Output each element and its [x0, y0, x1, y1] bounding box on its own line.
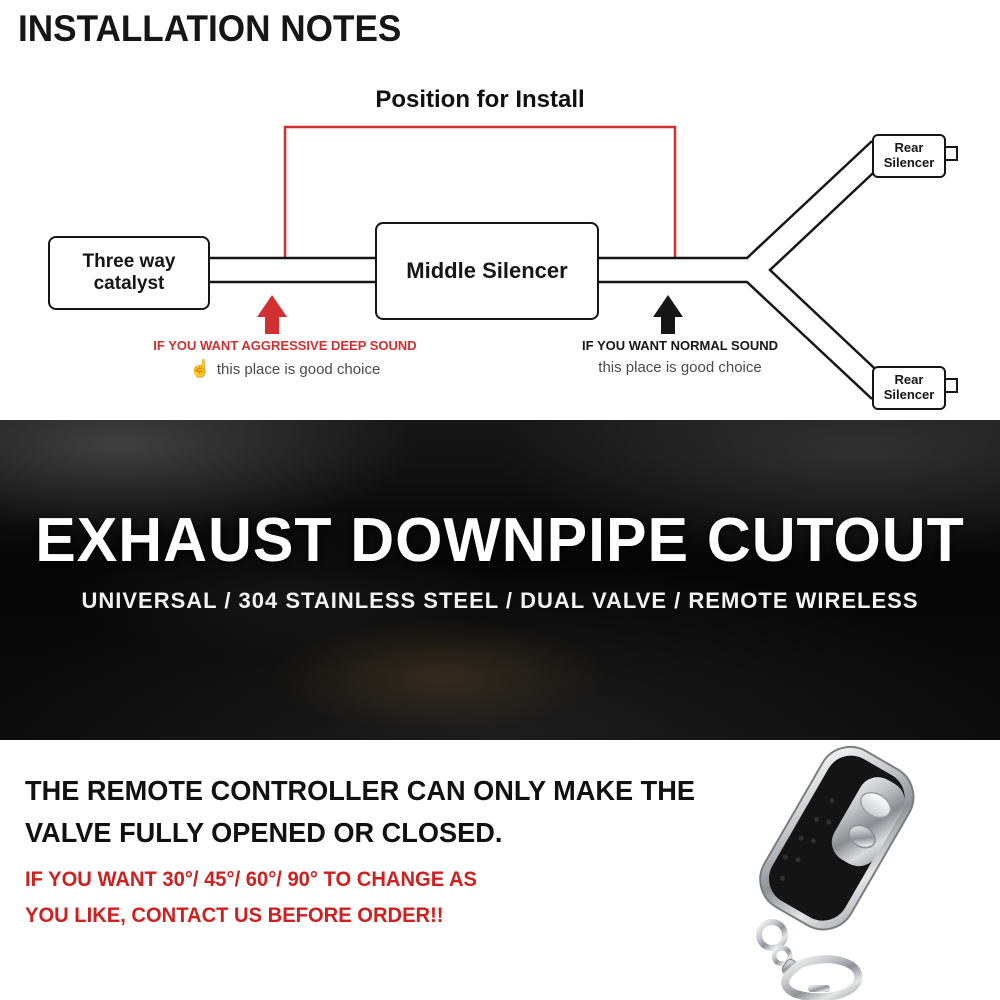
normal-note-text: this place is good choice: [598, 359, 762, 376]
rear-silencer-bottom-box: Rear Silencer: [872, 366, 946, 410]
rear-bottom-label-line1: Rear: [894, 372, 924, 388]
rear-top-label-line1: Rear: [894, 140, 924, 156]
remote-statement: THE REMOTE CONTROLLER CAN ONLY MAKE THE …: [25, 770, 695, 854]
middle-silencer-label: Middle Silencer: [406, 258, 568, 284]
black-up-arrow-icon: [653, 295, 683, 334]
normal-note-sub: this place is good choice: [535, 359, 825, 376]
three-way-catalyst-box: Three way catalyst: [48, 236, 210, 310]
warning-line1: IF YOU WANT 30°/ 45°/ 60°/ 90° TO CHANGE…: [25, 868, 478, 891]
aggressive-note-sub: ☝ this place is good choice: [125, 359, 445, 379]
rear-silencer-top-box: Rear Silencer: [872, 134, 946, 178]
aggressive-note-title: IF YOU WANT AGGRESSIVE DEEP SOUND: [153, 338, 417, 353]
aggressive-note-text: this place is good choice: [216, 361, 381, 378]
install-position-diagram: Position for Install Three way catalyst …: [0, 0, 1000, 418]
banner-subtitle: UNIVERSAL / 304 STAINLESS STEEL / DUAL V…: [81, 588, 919, 613]
pipe-bottom-outline: [130, 280, 873, 400]
statement-line2: VALVE FULLY OPENED OR CLOSED.: [25, 817, 503, 848]
remote-open-button: [859, 791, 892, 819]
keychain-clasp: [756, 919, 863, 1000]
catalyst-label-line2: catalyst: [93, 273, 165, 294]
remote-fob-body: [759, 745, 915, 931]
install-bracket-line: [283, 125, 677, 258]
normal-note-title: IF YOU WANT NORMAL SOUND: [582, 338, 778, 353]
order-warning: IF YOU WANT 30°/ 45°/ 60°/ 90° TO CHANGE…: [25, 862, 477, 934]
rear-bottom-label-line2: Silencer: [883, 387, 935, 402]
pipe-top-outline: [130, 140, 873, 260]
remote-controller-image: [756, 745, 915, 1000]
remote-grip-dots: [779, 798, 835, 881]
remote-note-section: THE REMOTE CONTROLLER CAN ONLY MAKE THE …: [0, 740, 1000, 1000]
red-up-arrow-icon: [257, 295, 287, 334]
warning-line2: YOU LIKE, CONTACT US BEFORE ORDER!!: [25, 904, 444, 927]
remote-close-button: [848, 824, 876, 849]
statement-line1: THE REMOTE CONTROLLER CAN ONLY MAKE THE: [25, 775, 695, 806]
middle-silencer-box: Middle Silencer: [375, 222, 599, 320]
hand-point-icon: ☝: [189, 359, 211, 378]
rear-top-label-line2: Silencer: [883, 155, 935, 170]
aggressive-sound-note: IF YOU WANT AGGRESSIVE DEEP SOUND ☝ this …: [125, 338, 445, 379]
position-for-install-label: Position for Install: [375, 86, 585, 113]
pipe-inner-split-outline: [768, 158, 889, 382]
product-banner: EXHAUST DOWNPIPE CUTOUT UNIVERSAL / 304 …: [0, 420, 1000, 740]
catalyst-label-line1: Three way: [82, 251, 176, 273]
normal-sound-note: IF YOU WANT NORMAL SOUND this place is g…: [535, 338, 825, 376]
banner-title: EXHAUST DOWNPIPE CUTOUT: [35, 506, 965, 575]
page-title: INSTALLATION NOTES: [18, 8, 402, 49]
